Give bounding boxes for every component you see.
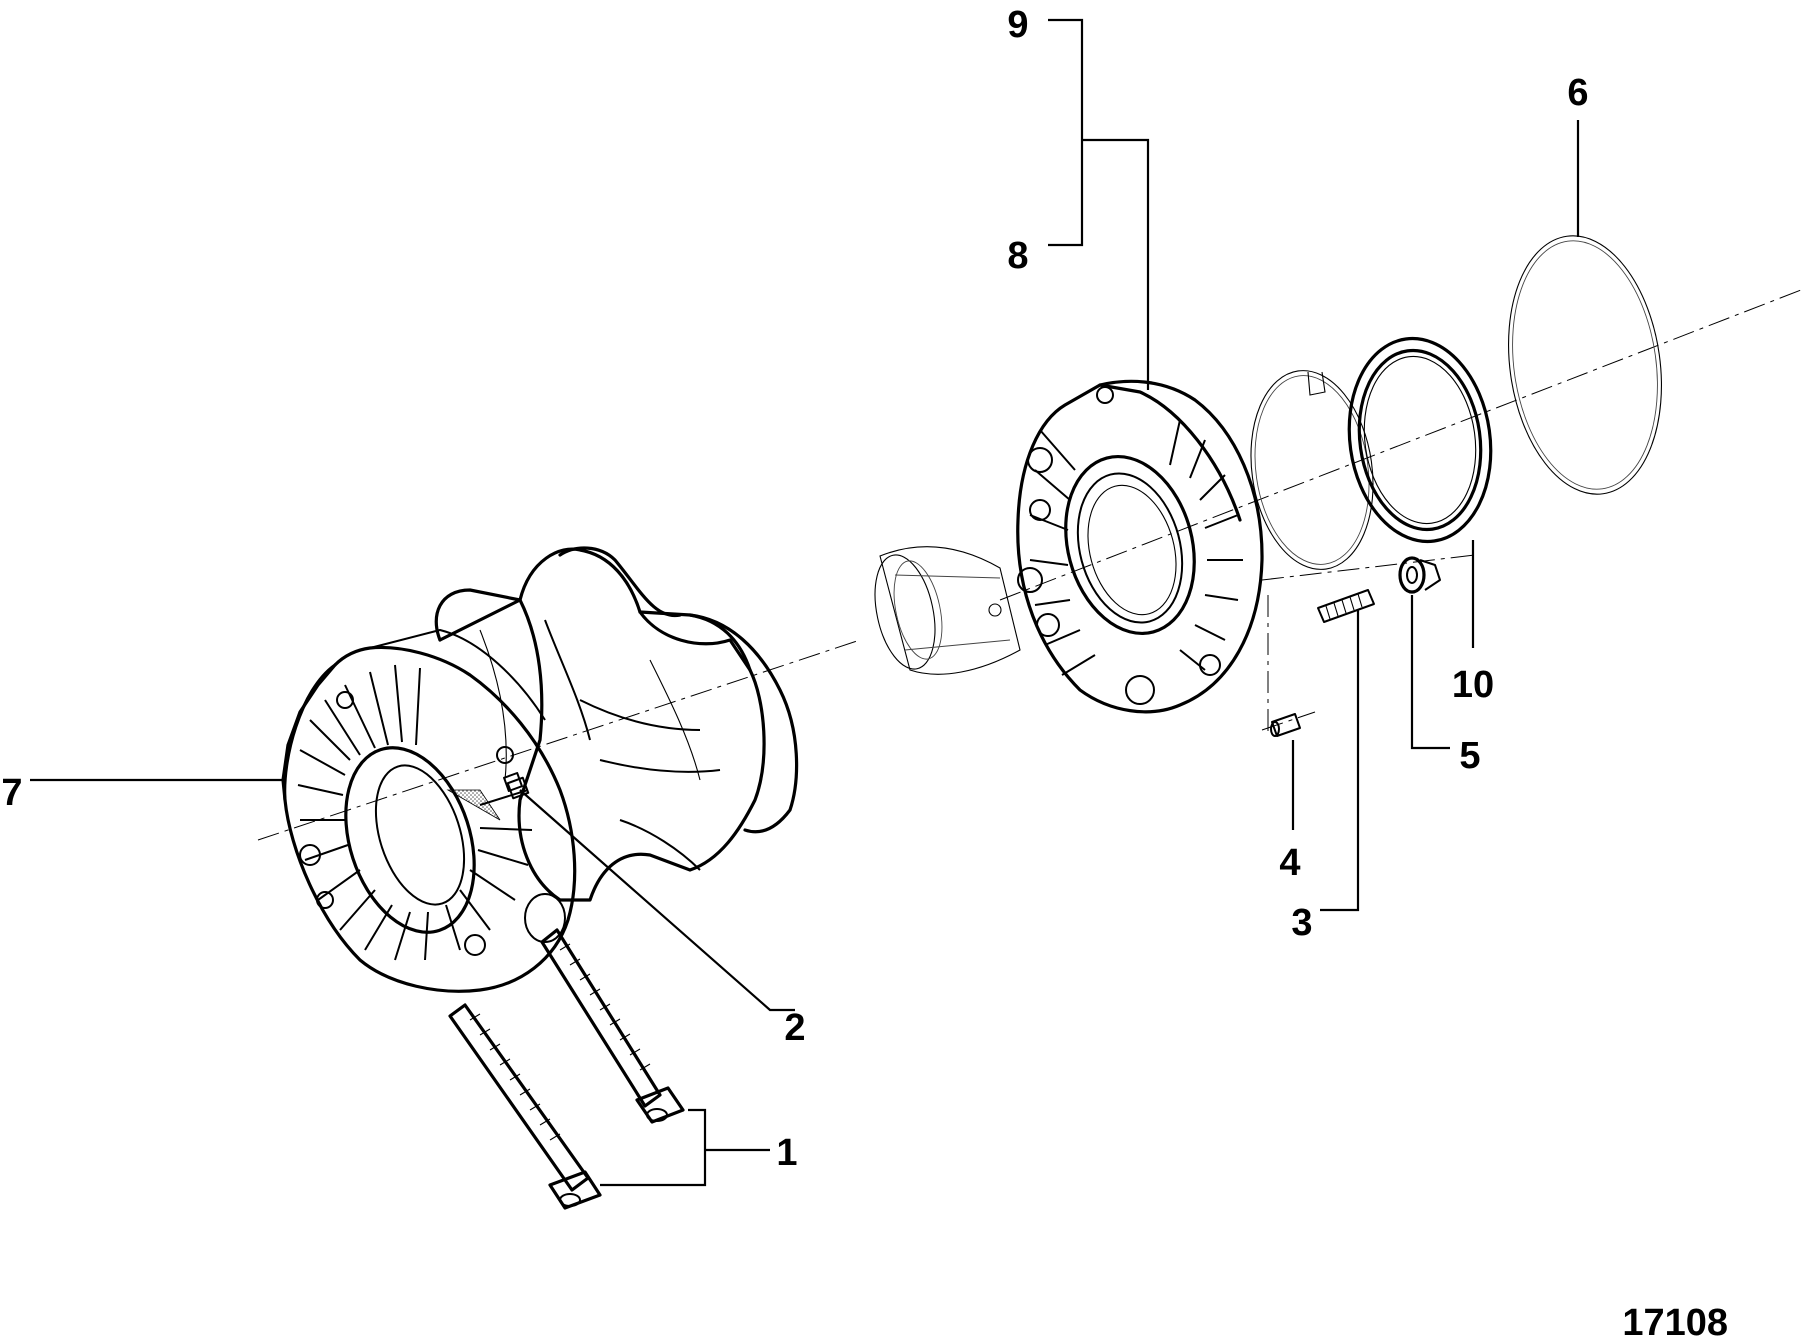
- part-1-bolts: [448, 928, 685, 1210]
- callout-9: 9: [1007, 4, 1028, 46]
- crankshaft: [434, 546, 799, 902]
- callout-6: 6: [1567, 72, 1588, 114]
- part-10-seal-ring: [1347, 336, 1493, 544]
- part-3-stud: [1317, 589, 1375, 623]
- callout-labels: 1 2 3 4 5 6 7 8 9 10: [1, 4, 1588, 1174]
- part-8-9-front-housing: [1016, 379, 1264, 714]
- callout-3: 3: [1291, 902, 1312, 944]
- bushing-sleeve: [874, 546, 1021, 675]
- callout-2: 2: [784, 1007, 805, 1049]
- callout-5: 5: [1459, 735, 1480, 777]
- part-4-dowel-pin: [1270, 713, 1301, 737]
- part-6-o-ring: [1508, 235, 1662, 495]
- callout-10: 10: [1452, 664, 1494, 706]
- callout-1: 1: [776, 1132, 797, 1174]
- callout-4: 4: [1279, 842, 1300, 884]
- part-2-key: [503, 772, 523, 792]
- shim-ring: [1250, 370, 1374, 570]
- figure-number: 17108: [1622, 1302, 1728, 1342]
- leader-lines: [30, 18, 1580, 1187]
- part-5-nut: [1398, 556, 1441, 594]
- callout-8: 8: [1007, 235, 1028, 277]
- center-axis: [257, 289, 1801, 841]
- callout-7: 7: [1, 772, 22, 814]
- part-7-housing-cover: [281, 629, 577, 993]
